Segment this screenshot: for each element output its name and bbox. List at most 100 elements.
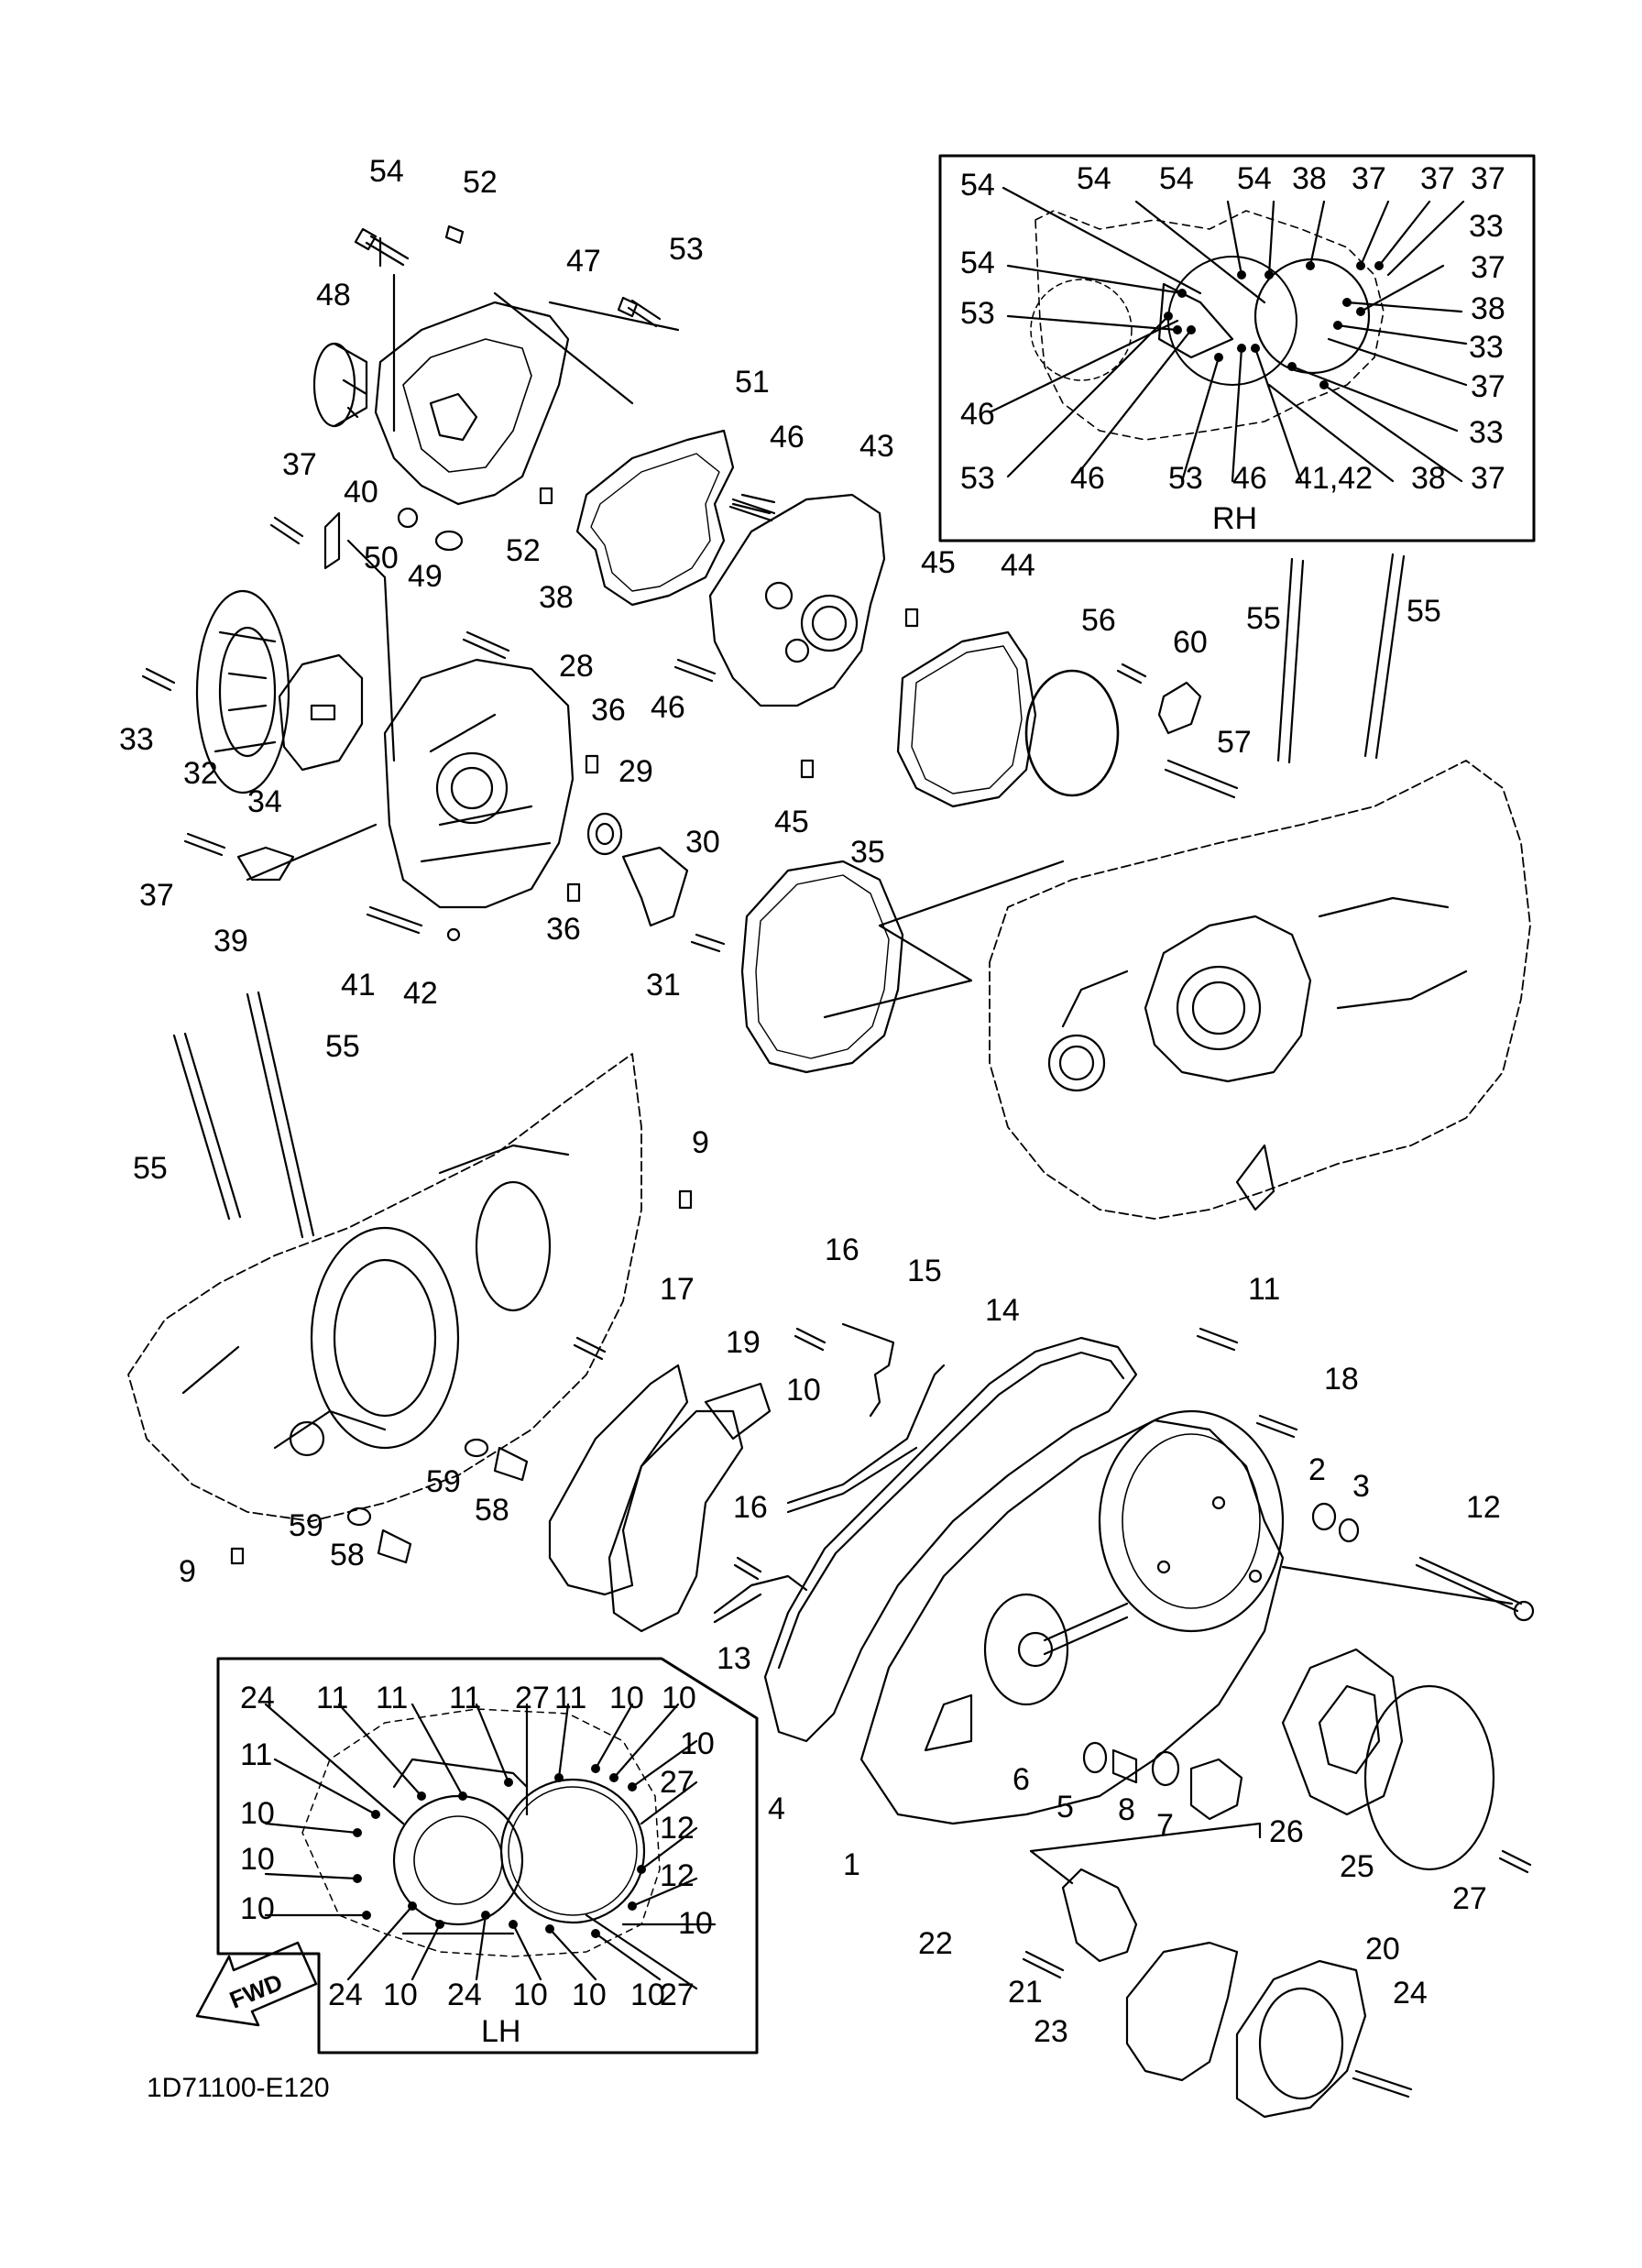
lh-inset-label-9: 10 bbox=[680, 1726, 715, 1761]
part-label-52: 12 bbox=[1466, 1490, 1501, 1525]
part-label-21: 46 bbox=[651, 690, 685, 725]
lh-inset-label-15: 10 bbox=[240, 1891, 275, 1926]
lh-inset-label-6: 10 bbox=[609, 1681, 644, 1715]
part-label-22: 29 bbox=[618, 754, 653, 789]
part-label-19: 28 bbox=[559, 649, 594, 684]
rh-inset-label-1: 54 bbox=[1077, 161, 1111, 196]
lh-inset-label-20: 10 bbox=[513, 1978, 548, 2012]
lh-inset-label-22: 10 bbox=[630, 1978, 665, 2012]
part-48-pulley bbox=[312, 342, 368, 428]
part-label-31: 39 bbox=[213, 924, 248, 959]
part-label-7: 43 bbox=[859, 429, 894, 464]
part-label-32: 41 bbox=[341, 968, 376, 1003]
part-47-cover bbox=[374, 236, 680, 506]
rh-inset-label-5: 37 bbox=[1352, 161, 1386, 196]
part-label-11: 49 bbox=[408, 559, 443, 594]
part-label-45: 17 bbox=[660, 1272, 695, 1307]
part-label-4: 48 bbox=[316, 278, 351, 312]
part-34-plate bbox=[278, 653, 364, 772]
part-label-43: 11 bbox=[1248, 1272, 1281, 1307]
rh-inset-label-17: 53 bbox=[960, 461, 995, 496]
rh-inset-label-21: 41,42 bbox=[1295, 461, 1374, 496]
part-label-38: 55 bbox=[133, 1151, 168, 1186]
part-label-56: 9 bbox=[179, 1554, 196, 1589]
lh-inset-label-16: 10 bbox=[678, 1906, 713, 1941]
part-label-3: 53 bbox=[669, 232, 704, 267]
rh-inset-label-20: 46 bbox=[1232, 461, 1267, 496]
rh-inset-label-13: 33 bbox=[1469, 330, 1504, 365]
rh-inset-label-6: 37 bbox=[1420, 161, 1455, 196]
part-label-60: 6 bbox=[1013, 1762, 1030, 1797]
part-label-16: 33 bbox=[119, 722, 154, 757]
part-54-52-bolts bbox=[354, 225, 465, 267]
lh-inset-label-10: 27 bbox=[660, 1765, 695, 1800]
part-label-59: 1 bbox=[843, 1847, 860, 1882]
part-label-26: 55 bbox=[1407, 594, 1441, 629]
rh-inset-label-0: 54 bbox=[960, 168, 995, 203]
lh-inset-label-23: 27 bbox=[660, 1978, 695, 2012]
bolts-right-cover bbox=[1196, 1327, 1535, 1622]
part-label-50: 59 bbox=[426, 1464, 461, 1499]
lh-inset-label-11: 10 bbox=[240, 1796, 275, 1831]
rh-inset-label-8: 54 bbox=[960, 246, 995, 280]
small-parts-bottom bbox=[230, 1189, 693, 1565]
part-label-62: 8 bbox=[1118, 1792, 1135, 1827]
lh-inset-label-13: 10 bbox=[240, 1842, 275, 1877]
part-label-0: 54 bbox=[369, 154, 404, 189]
rh-inset-label-4: 38 bbox=[1292, 161, 1327, 196]
part-label-18: 34 bbox=[247, 784, 282, 819]
small-parts-top bbox=[397, 487, 919, 942]
rh-inset-label-16: 33 bbox=[1469, 415, 1504, 450]
part-label-27: 57 bbox=[1217, 725, 1252, 760]
rh-inset-label-3: 54 bbox=[1237, 161, 1272, 196]
lh-inset-title: LH bbox=[481, 2014, 521, 2049]
lh-inset-label-0: 24 bbox=[240, 1681, 275, 1715]
rh-inset-label-7: 37 bbox=[1471, 161, 1505, 196]
part-51-gasket bbox=[575, 429, 735, 607]
lh-inset-label-19: 24 bbox=[447, 1978, 482, 2012]
part-label-14: 44 bbox=[1001, 548, 1035, 583]
part-label-46: 19 bbox=[726, 1325, 761, 1360]
lh-inset-label-2: 11 bbox=[376, 1681, 409, 1715]
part-label-5: 51 bbox=[735, 365, 770, 400]
part-label-13: 45 bbox=[921, 545, 956, 580]
lh-inset-box bbox=[216, 1657, 759, 2054]
diagram-code: 1D71100-E120 bbox=[147, 2073, 330, 2103]
part-label-8: 37 bbox=[282, 447, 317, 482]
crankcase-left bbox=[127, 1053, 642, 1522]
part-label-29: 30 bbox=[685, 825, 720, 860]
part-label-65: 25 bbox=[1340, 1849, 1374, 1884]
rh-inset-label-19: 53 bbox=[1168, 461, 1203, 496]
part-label-39: 9 bbox=[692, 1125, 709, 1160]
part-label-25: 55 bbox=[1246, 601, 1281, 636]
part-label-37: 55 bbox=[325, 1029, 360, 1064]
rh-inset-label-15: 37 bbox=[1471, 369, 1505, 404]
rh-inset-label-11: 37 bbox=[1471, 250, 1505, 285]
lh-inset-label-5: 11 bbox=[554, 1681, 587, 1715]
rh-inset-label-22: 38 bbox=[1411, 461, 1446, 496]
part-label-71: 24 bbox=[1393, 1976, 1428, 2011]
part-35-gasket bbox=[740, 860, 1065, 1074]
rh-inset-label-18: 46 bbox=[1070, 461, 1105, 496]
part-label-9: 40 bbox=[344, 475, 378, 509]
part-label-55: 58 bbox=[330, 1538, 365, 1572]
part-label-24: 60 bbox=[1173, 625, 1208, 660]
part-label-57: 13 bbox=[717, 1641, 751, 1676]
rh-inset-label-14: 46 bbox=[960, 397, 995, 432]
parts-39-40 bbox=[236, 511, 396, 882]
part-56-oring bbox=[1024, 669, 1120, 797]
part-label-6: 46 bbox=[770, 420, 805, 455]
lh-inset-label-17: 24 bbox=[328, 1978, 363, 2012]
part-label-53: 16 bbox=[733, 1490, 768, 1525]
part-label-17: 32 bbox=[183, 756, 218, 791]
part-label-47: 10 bbox=[786, 1373, 821, 1408]
parts-29-31 bbox=[586, 812, 726, 953]
part-label-68: 21 bbox=[1008, 1975, 1043, 2010]
part-label-63: 7 bbox=[1156, 1808, 1174, 1843]
misc-bolts-left bbox=[141, 498, 776, 935]
part-label-33: 42 bbox=[403, 976, 438, 1011]
lh-inset-label-4: 27 bbox=[515, 1681, 550, 1715]
fwd-label: FWD bbox=[225, 1968, 286, 2014]
